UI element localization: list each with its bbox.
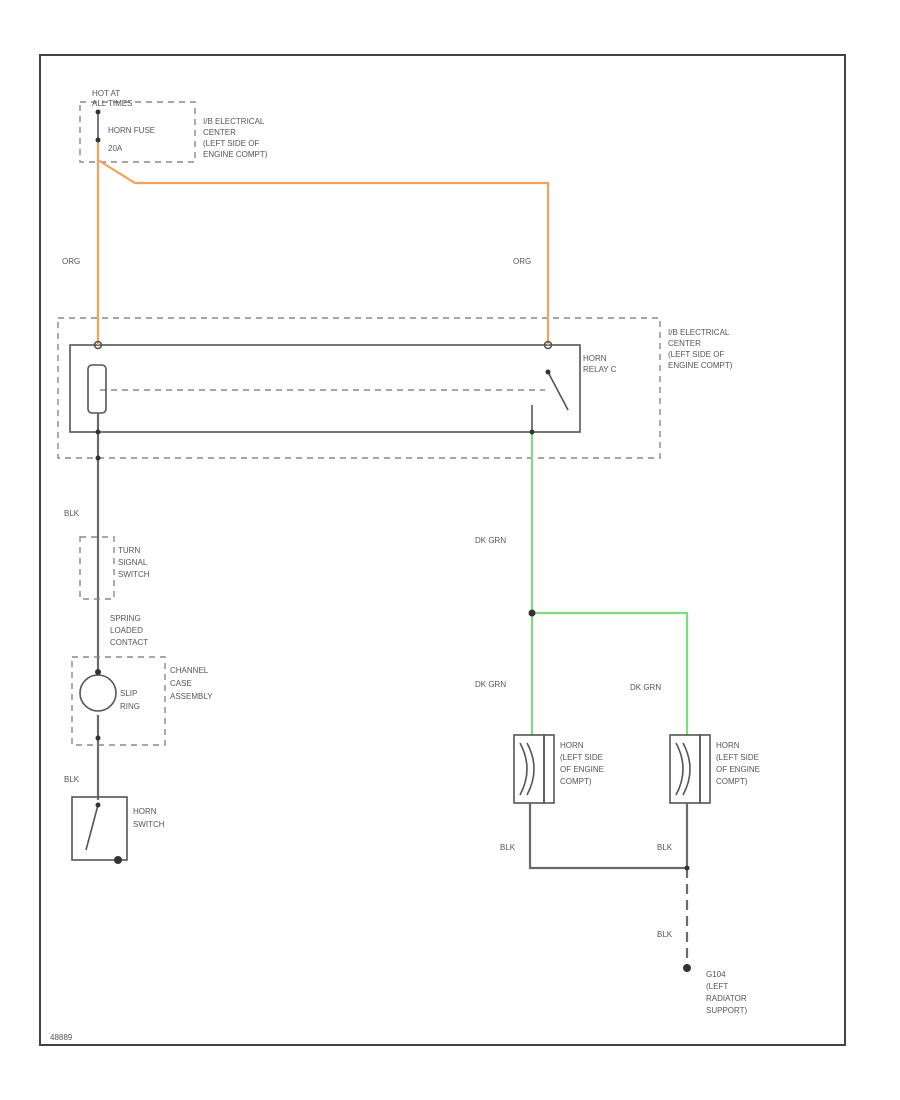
spring-loaded-contact-label: SPRING LOADED CONTACT xyxy=(110,614,148,647)
slip-ring-label: SLIP RING xyxy=(120,689,140,711)
horn-left-symbol xyxy=(513,734,555,804)
all-times-label: ALL TIMES xyxy=(92,99,132,108)
svg-text:SWITCH: SWITCH xyxy=(118,570,150,579)
ub-center-mid-label: I/B ELECTRICAL CENTER (LEFT SIDE OF ENGI… xyxy=(668,328,733,370)
horn-switch-blade xyxy=(85,804,99,851)
junction-ecenter-bottom xyxy=(95,455,101,461)
svg-text:I/B ELECTRICAL: I/B ELECTRICAL xyxy=(203,117,265,126)
blk-splice-node xyxy=(684,865,690,871)
blk-wire-right xyxy=(528,803,689,870)
fuse-block-outline xyxy=(79,101,196,163)
svg-text:SUPPORT): SUPPORT) xyxy=(706,1006,748,1015)
dk-grn-left-label: DK GRN xyxy=(475,680,506,689)
relay-terminal-left xyxy=(93,340,103,350)
dk-grn-right-label: DK GRN xyxy=(630,683,661,692)
relay-terminal-right xyxy=(543,340,553,350)
fuse-rating-label: 20A xyxy=(108,144,123,153)
svg-text:(LEFT SIDE OF: (LEFT SIDE OF xyxy=(203,139,259,148)
horn-switch-label: HORN SWITCH xyxy=(133,807,165,829)
svg-text:ASSEMBLY: ASSEMBLY xyxy=(170,692,213,701)
channel-case-outline xyxy=(71,656,166,746)
junction-relay-bottom xyxy=(95,429,101,435)
svg-text:(LEFT: (LEFT xyxy=(706,982,728,991)
svg-text:HORN: HORN xyxy=(560,741,584,750)
blk-ground-label: BLK xyxy=(657,930,673,939)
turn-signal-switch-outline xyxy=(79,536,115,600)
horn-switch-ground xyxy=(114,856,122,864)
svg-text:CONTACT: CONTACT xyxy=(110,638,148,647)
electrical-center-outline xyxy=(57,317,661,459)
svg-text:I/B ELECTRICAL: I/B ELECTRICAL xyxy=(668,328,730,337)
horn-left-label: HORN (LEFT SIDE OF ENGINE COMPT) xyxy=(560,741,604,786)
horn-relay-label: HORN RELAY C xyxy=(583,354,617,374)
fuse-node-bottom xyxy=(95,137,101,143)
svg-text:CASE: CASE xyxy=(170,679,192,688)
horn-switch-body xyxy=(71,796,128,861)
svg-text:(LEFT SIDE: (LEFT SIDE xyxy=(716,753,759,762)
hot-at-label: HOT AT xyxy=(92,89,120,98)
relay-coil xyxy=(87,364,107,414)
slip-ring-bottom-node xyxy=(95,735,101,741)
relay-contact-node xyxy=(545,369,551,375)
svg-text:CENTER: CENTER xyxy=(668,339,701,348)
svg-text:SWITCH: SWITCH xyxy=(133,820,165,829)
org-left-label: ORG xyxy=(62,257,80,266)
channel-case-assembly-label: CHANNEL CASE ASSEMBLY xyxy=(170,666,213,701)
fuse-node-top xyxy=(95,109,101,115)
svg-text:CENTER: CENTER xyxy=(203,128,236,137)
horn-switch-node-top xyxy=(95,802,101,808)
svg-text:(LEFT SIDE OF: (LEFT SIDE OF xyxy=(668,350,724,359)
svg-text:RADIATOR: RADIATOR xyxy=(706,994,747,1003)
svg-text:SPRING: SPRING xyxy=(110,614,141,623)
org-wire xyxy=(96,140,550,345)
svg-text:ENGINE COMPT): ENGINE COMPT) xyxy=(203,150,268,159)
ground-g104-label: G104 (LEFT RADIATOR SUPPORT) xyxy=(706,970,748,1015)
horn-fuse-label: HORN FUSE xyxy=(108,126,155,135)
org-right-label: ORG xyxy=(513,257,531,266)
horn-relay-body xyxy=(69,344,581,433)
turn-signal-switch-label: TURN SIGNAL SWITCH xyxy=(118,546,150,579)
figure-code-label: 48889 xyxy=(50,1033,73,1042)
svg-text:RING: RING xyxy=(120,702,140,711)
svg-text:HORN: HORN xyxy=(716,741,740,750)
blk-horn-left-label: BLK xyxy=(500,843,516,852)
svg-text:OF ENGINE: OF ENGINE xyxy=(716,765,760,774)
svg-text:COMPT): COMPT) xyxy=(560,777,592,786)
ground-g104-node xyxy=(683,964,691,972)
svg-text:SLIP: SLIP xyxy=(120,689,137,698)
blk-lower-label: BLK xyxy=(64,775,80,784)
svg-text:RELAY C: RELAY C xyxy=(583,365,617,374)
blk-upper-label: BLK xyxy=(64,509,80,518)
relay-switch-contact xyxy=(547,371,569,411)
svg-text:HORN: HORN xyxy=(583,354,607,363)
svg-text:CHANNEL: CHANNEL xyxy=(170,666,209,675)
horn-right-label: HORN (LEFT SIDE OF ENGINE COMPT) xyxy=(716,741,760,786)
svg-text:(LEFT SIDE: (LEFT SIDE xyxy=(560,753,603,762)
svg-text:HORN: HORN xyxy=(133,807,157,816)
svg-text:G104: G104 xyxy=(706,970,726,979)
dk-grn-wire xyxy=(530,432,689,735)
slip-ring xyxy=(79,674,117,712)
svg-text:LOADED: LOADED xyxy=(110,626,143,635)
svg-text:COMPT): COMPT) xyxy=(716,777,748,786)
svg-text:TURN: TURN xyxy=(118,546,140,555)
blk-horn-right-label: BLK xyxy=(657,843,673,852)
ub-center-top-label: I/B ELECTRICAL CENTER (LEFT SIDE OF ENGI… xyxy=(203,117,268,159)
spring-contact-node xyxy=(95,669,101,675)
dk-grn-upper-label: DK GRN xyxy=(475,536,506,545)
diagram-frame xyxy=(39,54,846,1046)
svg-text:SIGNAL: SIGNAL xyxy=(118,558,148,567)
svg-text:OF ENGINE: OF ENGINE xyxy=(560,765,604,774)
relay-out-node xyxy=(529,429,535,435)
dk-grn-splice xyxy=(528,609,536,617)
svg-text:ENGINE COMPT): ENGINE COMPT) xyxy=(668,361,733,370)
horn-right-symbol xyxy=(669,734,711,804)
